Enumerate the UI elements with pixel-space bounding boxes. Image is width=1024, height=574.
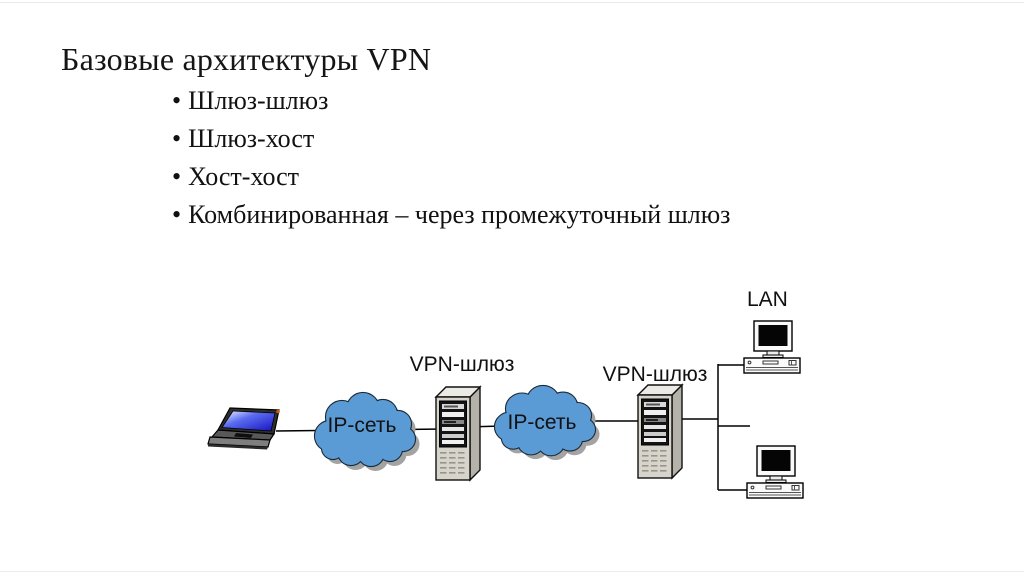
vpn-gateway-label-1: VPN-шлюз	[410, 353, 515, 376]
bullet-text: Шлюз-шлюз	[188, 86, 329, 115]
lan-label: LAN	[747, 288, 788, 311]
ip-network-label-2: IP-сеть	[508, 411, 577, 434]
vpn-gateway-label-2: VPN-шлюз	[603, 363, 708, 386]
bullet-text: Комбинированная – через промежуточный шл…	[188, 200, 731, 229]
bullet-list: •Шлюз-шлюз •Шлюз-хост •Хост-хост •Комбин…	[172, 82, 730, 234]
bullet-text: Шлюз-хост	[188, 124, 315, 153]
bullet-text: Хост-хост	[188, 162, 300, 191]
bullet-item: •Хост-хост	[172, 158, 730, 196]
slide-title: Базовые архитектуры VPN	[61, 41, 432, 78]
slide-top-border	[0, 2, 1024, 3]
laptop-icon	[207, 407, 281, 451]
bullet-item: •Шлюз-шлюз	[172, 82, 730, 120]
bullet-marker: •	[172, 124, 182, 153]
vpn-gateway-server-1-icon	[435, 386, 481, 481]
vpn-gateway-server-2-icon	[637, 384, 683, 479]
desktop-computer-bottom-icon	[746, 445, 804, 499]
bullet-marker: •	[172, 200, 182, 229]
ip-network-label-1: IP-сеть	[328, 414, 397, 437]
bullet-item: •Шлюз-хост	[172, 120, 730, 158]
bullet-marker: •	[172, 86, 182, 115]
bullet-item: •Комбинированная – через промежуточный ш…	[172, 196, 730, 234]
desktop-computer-top-icon	[743, 320, 801, 374]
bullet-marker: •	[172, 162, 182, 191]
slide-bottom-border	[0, 571, 1024, 572]
